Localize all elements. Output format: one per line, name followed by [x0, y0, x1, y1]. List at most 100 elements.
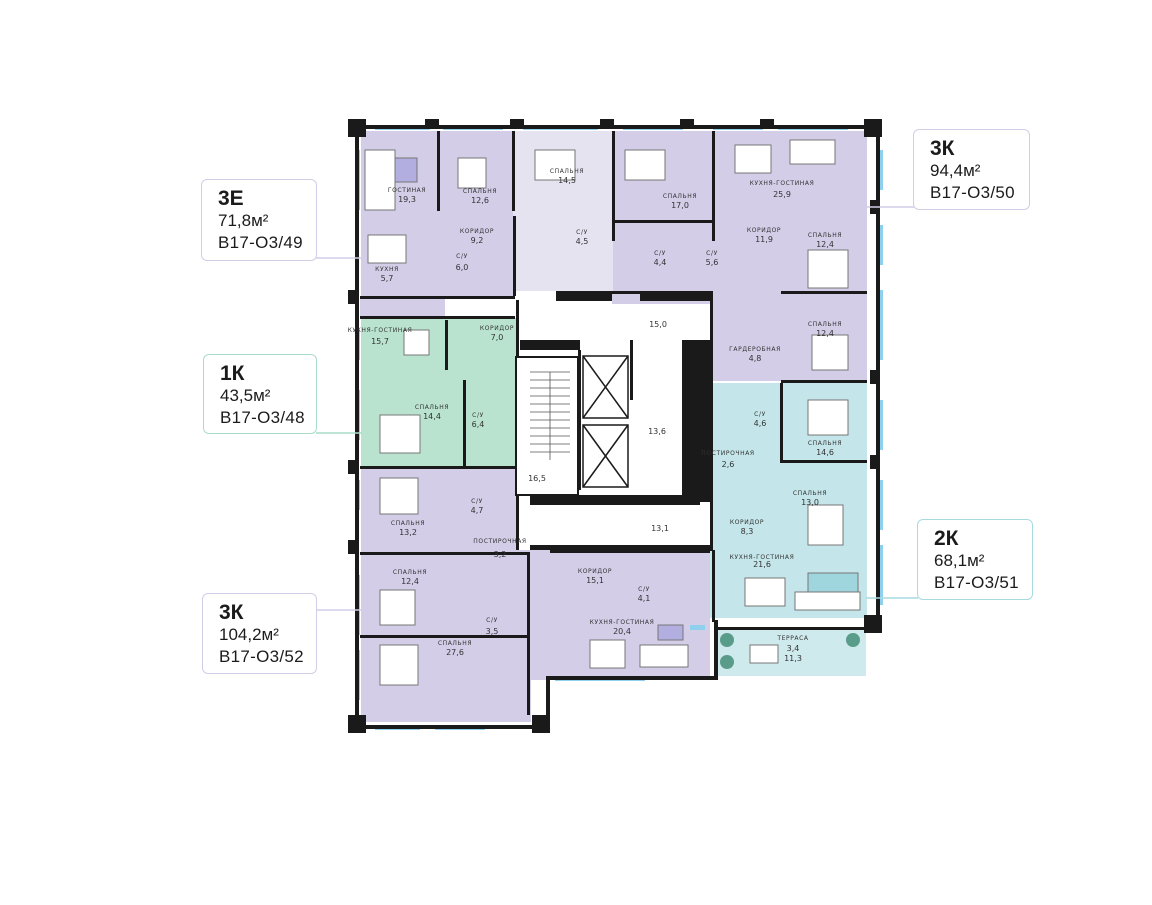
room-name: ПОСТИРОЧНАЯ [473, 538, 526, 545]
apartment-card-52[interactable]: 3К 104,2м² В17-О3/52 [202, 593, 317, 674]
room-area: 4,7 [471, 506, 484, 515]
room-name: СПАЛЬНЯ [808, 440, 842, 447]
room-name: КОРИДОР [480, 325, 514, 332]
apartment-card-48[interactable]: 1К 43,5м² В17-О3/48 [203, 354, 317, 434]
apartment-type: 3К [930, 137, 955, 160]
room-area: 4,4 [654, 258, 667, 267]
room-area: 15,0 [649, 320, 667, 329]
room-area: 3,4 [787, 644, 800, 653]
room-name: С/У [638, 586, 650, 593]
apartment-card-50[interactable]: 3К 94,4м² В17-О3/50 [913, 129, 1030, 210]
apartment-area: 68,1м² [934, 551, 985, 570]
apartment-number: В17-О3/52 [219, 647, 304, 666]
room-name: КОРИДОР [578, 568, 612, 575]
apartment-number: В17-О3/51 [934, 573, 1019, 592]
room-name: КУХНЯ-ГОСТИНАЯ [730, 554, 795, 561]
room-area: 4,6 [754, 419, 767, 428]
furniture [364, 139, 861, 686]
room-area: 6,0 [456, 263, 469, 272]
room-name: СПАЛЬНЯ [438, 640, 472, 647]
apartment-area: 104,2м² [219, 625, 279, 644]
room-labels: ГОСТИНАЯ 19,3 СПАЛЬНЯ 12,6 СПАЛЬНЯ 14,5 … [348, 168, 842, 663]
room-area: 13,0 [801, 498, 819, 507]
room-name: СПАЛЬНЯ [793, 490, 827, 497]
apartment-area: 43,5м² [220, 386, 271, 405]
room-name: С/У [486, 617, 498, 624]
room-name: ГАРДЕРОБНАЯ [729, 346, 781, 353]
room-area: 21,6 [753, 560, 771, 569]
apartment-number: В17-О3/50 [930, 183, 1015, 202]
room-area: 19,3 [398, 195, 416, 204]
apartment-card-49[interactable]: 3Е 71,8м² В17-О3/49 [201, 179, 317, 261]
room-area: 20,4 [613, 627, 631, 636]
apartment-area: 94,4м² [930, 161, 981, 180]
room-name: ПОСТИРОЧНАЯ [701, 450, 754, 457]
apartment-type: 3Е [218, 187, 244, 210]
room-area: 13,2 [399, 528, 417, 537]
room-area: 12,4 [816, 329, 834, 338]
room-area: 13,1 [651, 524, 669, 533]
room-area: 8,3 [741, 527, 754, 536]
room-name: КУХНЯ [375, 266, 399, 273]
room-area: 4,1 [638, 594, 651, 603]
room-name: С/У [754, 411, 766, 418]
room-name: С/У [706, 250, 718, 257]
elevator-shaft [582, 355, 629, 488]
room-area: 11,3 [784, 654, 802, 663]
room-name: КУХНЯ-ГОСТИНАЯ [750, 180, 815, 187]
room-area: 25,9 [773, 190, 791, 199]
room-name: СПАЛЬНЯ [550, 168, 584, 175]
apartment-type: 2К [934, 527, 959, 550]
room-name: КУХНЯ-ГОСТИНАЯ [348, 327, 413, 334]
room-name: КОРИДОР [730, 519, 764, 526]
room-name: С/У [456, 253, 468, 260]
apartment-card-51[interactable]: 2К 68,1м² В17-О3/51 [917, 519, 1033, 600]
room-area: 16,5 [528, 474, 546, 483]
room-name: СПАЛЬНЯ [463, 188, 497, 195]
room-area: 4,5 [576, 237, 589, 246]
terrace-area [716, 628, 866, 676]
room-name: СПАЛЬНЯ [663, 193, 697, 200]
room-area: 27,6 [446, 648, 464, 657]
room-area: 12,4 [816, 240, 834, 249]
room-area: 15,7 [371, 337, 389, 346]
room-name: С/У [471, 498, 483, 505]
room-area: 5,6 [706, 258, 719, 267]
room-name: КОРИДОР [460, 228, 494, 235]
room-area: 17,0 [671, 201, 689, 210]
room-name: КУХНЯ-ГОСТИНАЯ [590, 619, 655, 626]
room-area: 12,6 [471, 196, 489, 205]
room-name: СПАЛЬНЯ [808, 321, 842, 328]
room-name: СПАЛЬНЯ [393, 569, 427, 576]
room-area: 13,6 [648, 427, 666, 436]
room-area: 12,4 [401, 577, 419, 586]
room-name: СПАЛЬНЯ [415, 404, 449, 411]
room-area: 14,6 [816, 448, 834, 457]
room-area: 14,5 [558, 176, 576, 185]
apartment-area: 71,8м² [218, 211, 269, 230]
leader-lines [316, 206, 918, 611]
room-name: ТЕРРАСА [776, 635, 809, 642]
room-area: 6,4 [472, 420, 485, 429]
room-area: 5,7 [381, 274, 394, 283]
room-name: СПАЛЬНЯ [391, 520, 425, 527]
room-name: С/У [472, 412, 484, 419]
room-area: 2,6 [722, 460, 735, 469]
room-name: СПАЛЬНЯ [808, 232, 842, 239]
room-area: 3,5 [486, 627, 499, 636]
apartment-type: 1К [220, 362, 245, 385]
room-name: С/У [576, 229, 588, 236]
room-name: С/У [654, 250, 666, 257]
room-area: 11,9 [755, 235, 773, 244]
apartment-number: В17-О3/48 [220, 408, 305, 427]
room-name: КОРИДОР [747, 227, 781, 234]
room-area: 14,4 [423, 412, 441, 421]
room-area: 3,2 [494, 550, 507, 559]
room-area: 4,8 [749, 354, 762, 363]
interior-walls [360, 131, 867, 715]
apartment-number: В17-О3/49 [218, 233, 303, 252]
room-area: 7,0 [491, 333, 504, 342]
room-area: 15,1 [586, 576, 604, 585]
apartment-type: 3К [219, 601, 244, 624]
